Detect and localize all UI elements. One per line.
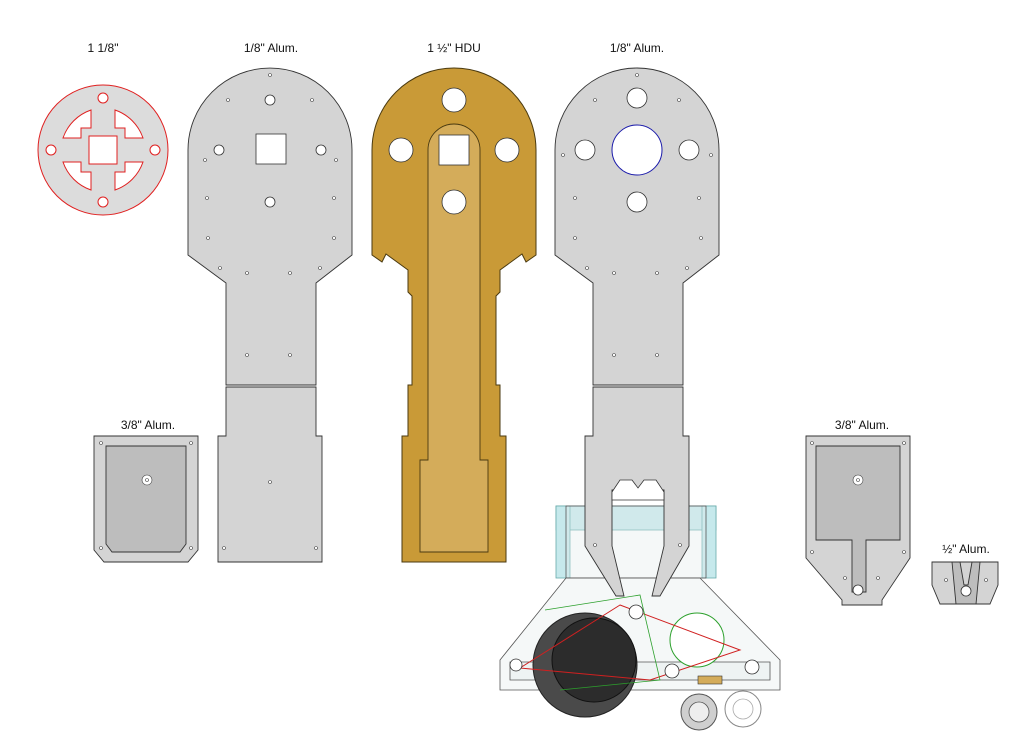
cart-assembly	[499, 505, 781, 731]
hdu-label: 1 ½" HDU	[427, 41, 481, 55]
small-left-part	[93, 435, 199, 563]
small-right-label: 3/8" Alum.	[835, 418, 889, 432]
bracket-part	[931, 561, 999, 605]
hdu-part	[371, 67, 537, 563]
plate-b-label: 1/8" Alum.	[610, 41, 664, 55]
bracket-label: ½" Alum.	[942, 542, 990, 556]
small-right-part	[805, 435, 911, 606]
plate-a-part	[187, 67, 353, 563]
plate-b-part	[554, 67, 720, 597]
ring-part	[37, 84, 169, 216]
small-left-label: 3/8" Alum.	[121, 418, 175, 432]
plate-a-label: 1/8" Alum.	[244, 41, 298, 55]
ring-label: 1 1/8"	[88, 41, 119, 55]
